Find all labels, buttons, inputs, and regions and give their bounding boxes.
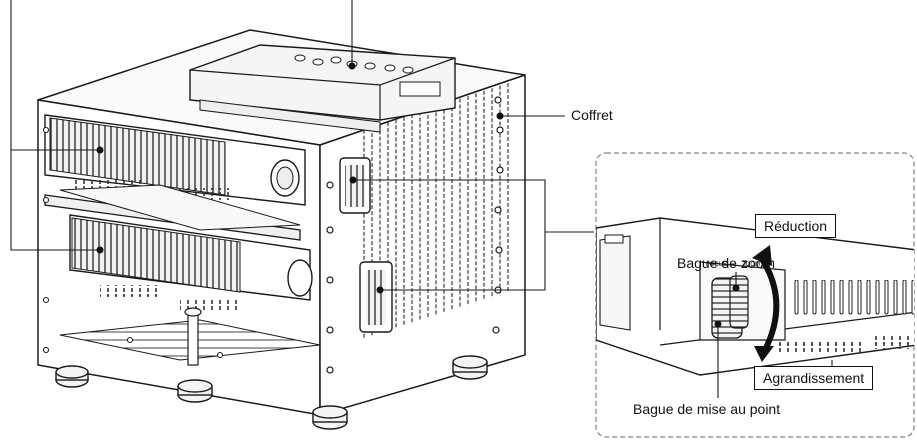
- coffret-label: Coffret: [571, 107, 613, 123]
- zoom-direction-arrow: [757, 254, 780, 352]
- bague-mise-au-point-label: Bague de mise au point: [633, 401, 781, 417]
- zoom-ring-text: ZOOM: [742, 262, 760, 268]
- focus-ring-text: FOCUS: [706, 262, 727, 268]
- reduction-box: Réduction: [755, 214, 837, 238]
- top-device: [189, 44, 456, 121]
- agrandissement-box: Agrandissement: [754, 366, 874, 390]
- bague-zoom-label: Bague de zoom: [677, 255, 776, 271]
